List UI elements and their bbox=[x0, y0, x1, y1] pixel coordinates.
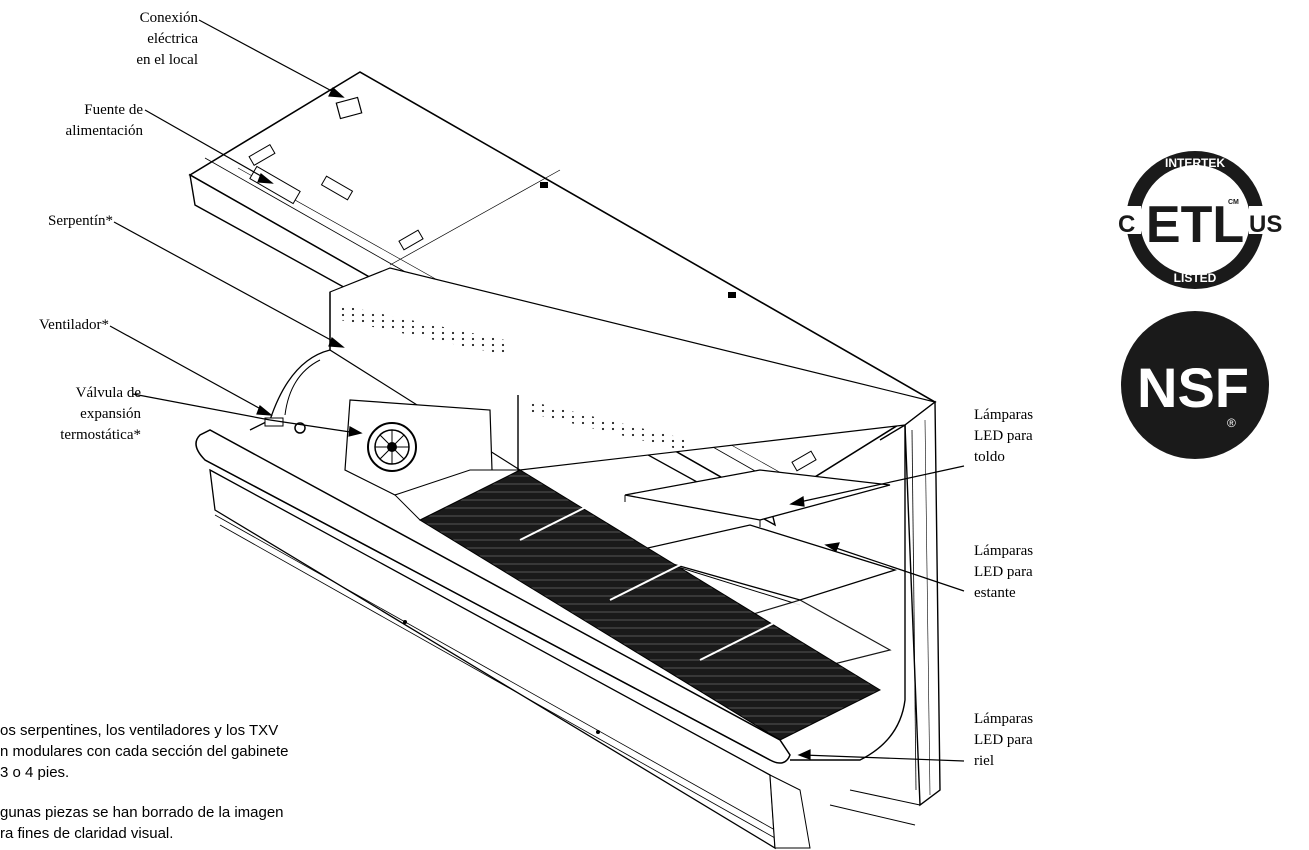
end-panel bbox=[904, 400, 941, 807]
nsf-registered-mark: ® bbox=[1227, 416, 1236, 430]
label-serpentin: Serpentín* bbox=[48, 213, 113, 229]
label-lamparas-estante: Lámparas LED para estante bbox=[974, 543, 1034, 601]
label-lamparas-toldo: Lámparas LED para toldo bbox=[974, 407, 1034, 465]
etl-bottom-text: LISTED bbox=[1174, 271, 1217, 285]
etl-cm-mark: CM bbox=[1228, 199, 1239, 206]
etl-top-text: INTERTEK bbox=[1165, 156, 1225, 170]
label-ventilador: Ventilador* bbox=[39, 317, 109, 333]
nsf-text: NSF bbox=[1137, 356, 1249, 419]
label-conexion-electrica: Conexión eléctrica en el local bbox=[136, 10, 198, 68]
front-rail bbox=[195, 429, 791, 764]
etl-listed-logo: C US INTERTEK LISTED ETL CM bbox=[1115, 151, 1282, 289]
label-valvula-expansion: Válvula de expansión termostática* bbox=[60, 385, 141, 443]
upper-shelf bbox=[624, 469, 891, 521]
etl-center-text: ETL bbox=[1146, 196, 1244, 254]
label-fuente-alimentacion: Fuente de alimentación bbox=[65, 102, 143, 139]
note-modular-components: os serpentines, los ventiladores y los T… bbox=[0, 722, 289, 781]
etl-left-letter: C bbox=[1118, 211, 1135, 238]
note-parts-removed: gunas piezas se han borrado de la imagen… bbox=[0, 804, 284, 842]
etl-right-letters: US bbox=[1249, 211, 1282, 238]
label-lamparas-riel: Lámparas LED para riel bbox=[974, 711, 1034, 769]
middle-shelf bbox=[629, 524, 898, 601]
junction-box bbox=[335, 96, 363, 120]
nsf-logo: NSF ® bbox=[1121, 311, 1269, 459]
